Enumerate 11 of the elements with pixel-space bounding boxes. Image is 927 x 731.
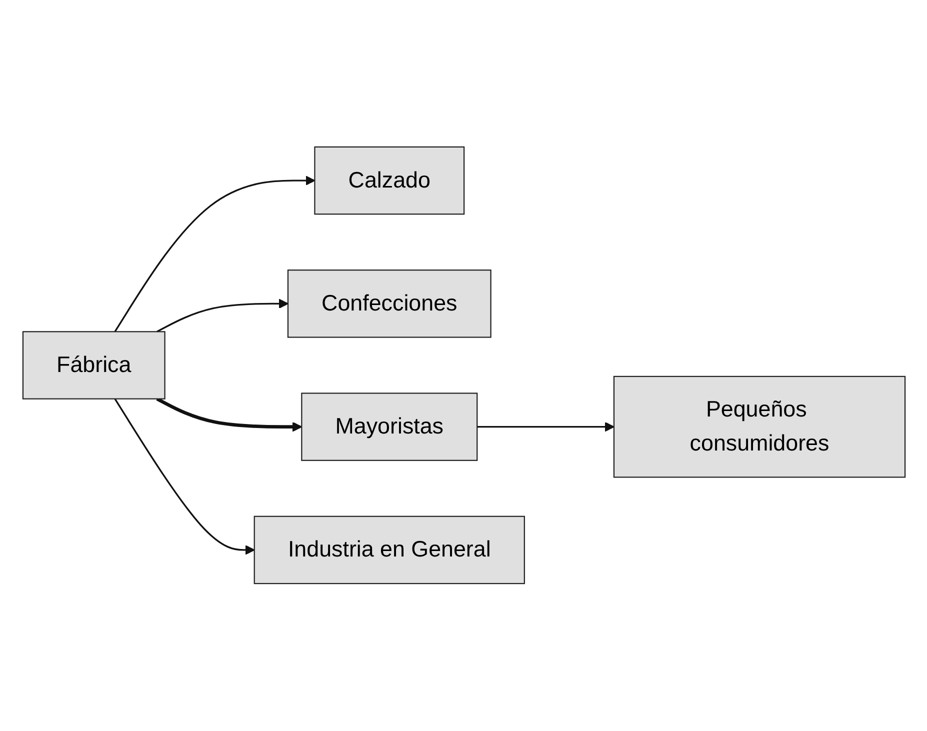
node-box: Mayoristas bbox=[300, 392, 478, 462]
node-box: Pequeños consumidores bbox=[612, 376, 906, 478]
arrow bbox=[156, 398, 302, 432]
node-box: Fábrica bbox=[22, 331, 165, 400]
arrow bbox=[156, 299, 288, 333]
arrow bbox=[114, 176, 315, 332]
node-box: Industria en General bbox=[253, 516, 524, 584]
arrow bbox=[476, 422, 614, 432]
arrow bbox=[114, 398, 254, 556]
node-box: Calzado bbox=[314, 146, 464, 215]
node-box: Confecciones bbox=[286, 270, 491, 338]
